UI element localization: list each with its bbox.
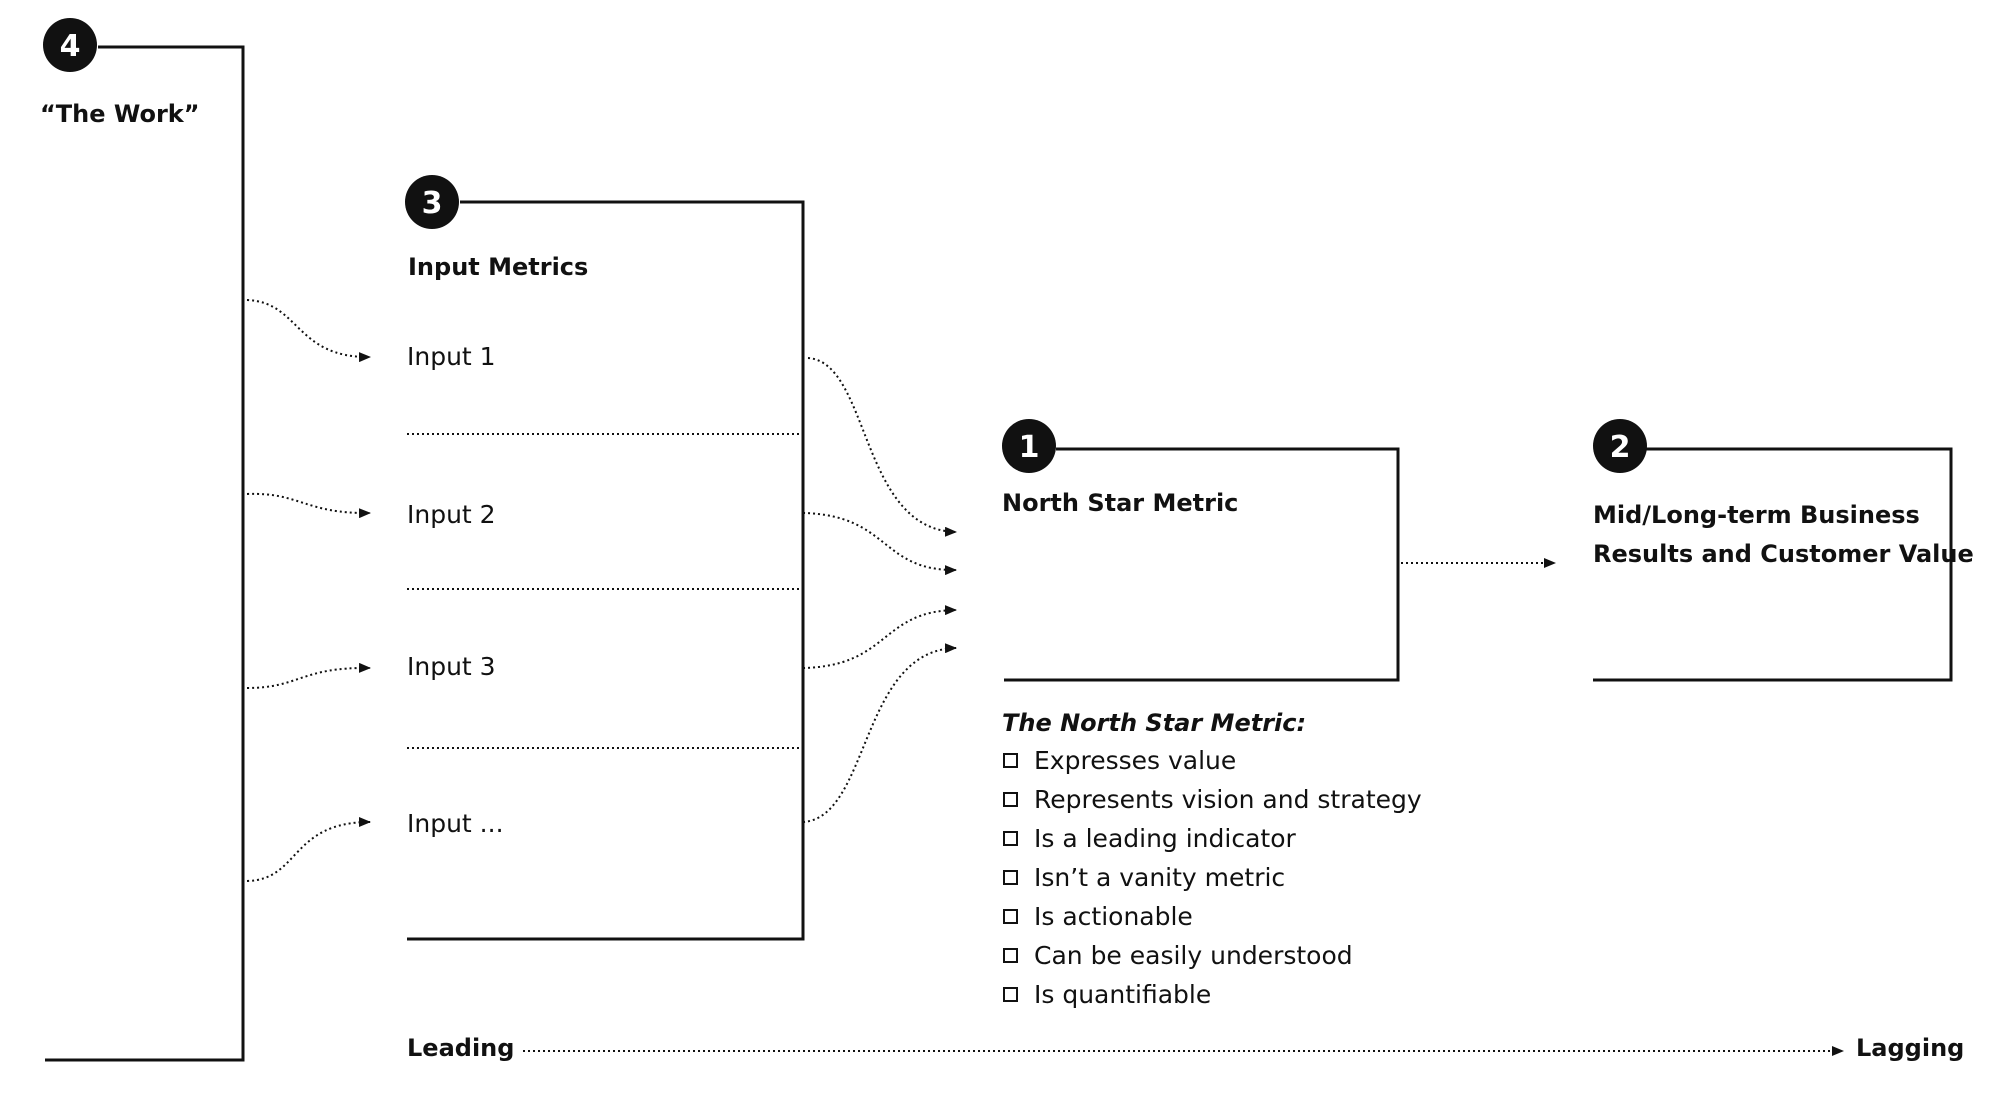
axis-leading-label: Leading [407,1034,515,1062]
input-item: Input 3 [407,652,496,681]
checkbox-icon [1003,753,1018,768]
input-to-northstar-arrow [802,643,957,823]
axis-lagging-label: Lagging [1856,1034,1965,1062]
checklist-item: Is a leading indicator [1034,824,1296,853]
input-item: Input 2 [407,500,496,529]
northstar-label: North Star Metric [1002,489,1239,517]
badge-business [1593,419,1647,473]
checklist-item: Is quantifiable [1034,980,1212,1009]
northstar-bracket [1004,447,1400,682]
badge-inputs-number: 3 [422,186,443,221]
badge-work [43,18,97,72]
work-label: “The Work” [40,100,200,128]
checkbox-icon [1003,987,1018,1002]
business-bracket [1593,447,1953,682]
business-label-line1: Mid/Long-term Business [1593,501,1920,529]
work-to-input-arrow [246,492,371,519]
checklist-item: Can be easily understood [1034,941,1353,970]
inputs-label: Input Metrics [408,253,589,281]
inputs-bracket [407,200,805,941]
badge-work-number: 4 [60,29,81,64]
badge-northstar-number: 1 [1019,430,1040,465]
work-to-input-arrow [246,817,371,882]
input-to-northstar-arrow [802,605,957,669]
checkbox-icon [1003,831,1018,846]
checklist-item: Is actionable [1034,902,1193,931]
work-bracket [45,45,245,1062]
checklist-item: Represents vision and strategy [1034,785,1422,814]
badge-northstar [1002,419,1056,473]
input-to-northstar-arrow [807,357,957,537]
work-to-input-arrow [246,662,371,689]
badge-inputs [405,175,459,229]
checkbox-icon [1003,948,1018,963]
input-item: Input 1 [407,342,496,371]
checklist-item: Isn’t a vanity metric [1034,863,1286,892]
checkbox-icon [1003,909,1018,924]
checkbox-icon [1003,792,1018,807]
checkbox-icon [1003,870,1018,885]
checklist-title: The North Star Metric: [1002,709,1307,737]
input-to-northstar-arrow [802,512,957,576]
badge-business-number: 2 [1610,430,1631,465]
input-item: Input ... [407,809,504,838]
checklist-item: Expresses value [1034,746,1237,775]
work-to-input-arrow [246,299,371,363]
business-label-line2: Results and Customer Value [1593,540,1974,568]
